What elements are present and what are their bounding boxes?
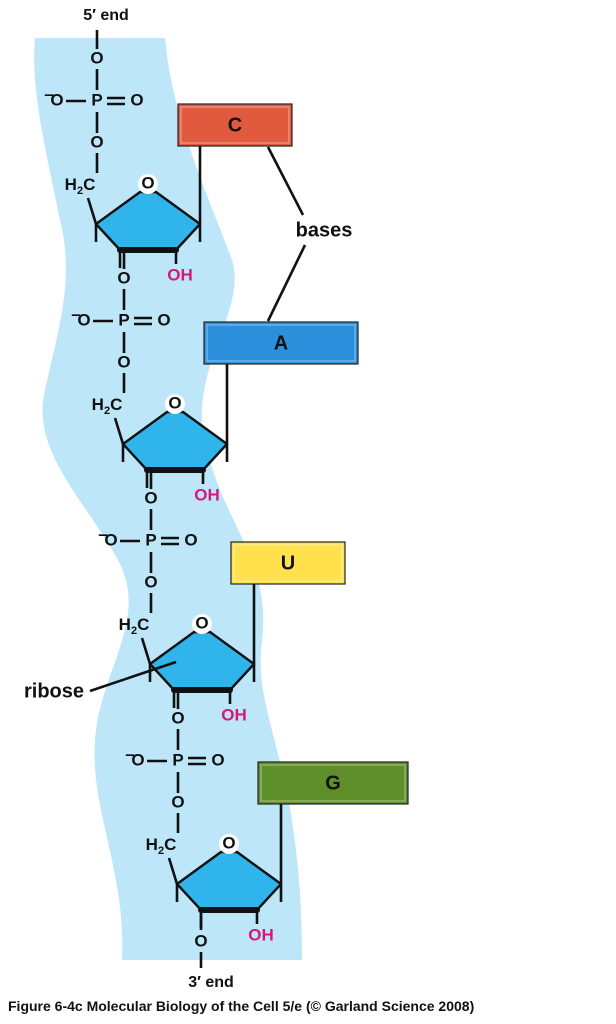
base-rect xyxy=(230,541,346,585)
three-prime-end-label: 3′ end xyxy=(188,974,234,991)
base-rect xyxy=(203,321,359,365)
ribose-callout-line xyxy=(89,660,177,693)
negative-charge-symbol: – xyxy=(125,744,134,763)
ring-oxygen-halo xyxy=(165,394,185,414)
ring-oxygen-atom: O xyxy=(222,833,235,852)
ring-oxygen-halo xyxy=(138,174,158,194)
base-G-letter: G xyxy=(325,772,341,794)
c5-c4-bond xyxy=(140,637,152,665)
ring-oxygen-atom: O xyxy=(141,173,154,192)
negative-charge-symbol: – xyxy=(98,524,107,543)
base-rect-bevel xyxy=(206,324,356,362)
hydroxyl-group-label: OH xyxy=(167,265,193,284)
ring-oxygen-halo xyxy=(192,614,212,634)
bases-callout-line-to-a xyxy=(266,244,307,322)
oxygen-atom: O xyxy=(131,750,144,769)
oxygen-atom: O xyxy=(90,48,103,67)
hydroxyl-group-label: OH xyxy=(248,925,274,944)
base-C-letter: C xyxy=(228,114,242,136)
phosphorus-atom: P xyxy=(145,530,156,549)
base-C-box: C xyxy=(177,103,293,147)
c5-c4-bond xyxy=(167,857,179,885)
base-rect-bevel xyxy=(260,764,406,802)
base-G-box: G xyxy=(257,761,409,805)
c5-c4-bond xyxy=(113,417,125,445)
base-U-letter: U xyxy=(281,552,295,574)
hydroxyl-group-label: OH xyxy=(194,485,220,504)
c5-c4-bond xyxy=(86,197,98,225)
terminal-oxygen-atom: O xyxy=(194,931,207,950)
sugar-phosphate-backbone-band xyxy=(34,38,302,960)
base-rect xyxy=(177,103,293,147)
bases-callout-label: bases xyxy=(296,219,353,241)
oxygen-atom: O xyxy=(130,90,143,109)
figure-caption: Figure 6-4c Molecular Biology of the Cel… xyxy=(8,998,475,1014)
phosphorus-atom: P xyxy=(91,90,102,109)
oxygen-atom: O xyxy=(144,488,157,507)
ring-oxygen-halo xyxy=(219,834,239,854)
oxygen-atom: O xyxy=(171,792,184,811)
oxygen-atom: O xyxy=(117,352,130,371)
oxygen-atom: O xyxy=(157,310,170,329)
base-A-letter: A xyxy=(274,332,288,354)
base-rect-bevel xyxy=(233,544,343,582)
oxygen-atom: O xyxy=(90,132,103,151)
oxygen-atom: O xyxy=(184,530,197,549)
negative-charge-symbol: – xyxy=(44,84,53,103)
h2c-group-label: H2C xyxy=(119,615,150,636)
h2c-group-label: H2C xyxy=(92,395,123,416)
base-U-box: U xyxy=(230,541,346,585)
bases-callout-line-to-c xyxy=(266,146,305,216)
three-prime-terminus: O 3′ end xyxy=(188,914,234,991)
oxygen-atom: O xyxy=(104,530,117,549)
negative-charge-symbol: – xyxy=(71,304,80,323)
oxygen-atom: O xyxy=(50,90,63,109)
oxygen-atom: O xyxy=(117,268,130,287)
ring-oxygen-atom: O xyxy=(168,393,181,412)
base-A-box: A xyxy=(203,321,359,365)
ribose-callout-label: ribose xyxy=(24,680,84,702)
h2c-group-label: H2C xyxy=(65,175,96,196)
oxygen-atom: O xyxy=(77,310,90,329)
phosphorus-atom: P xyxy=(172,750,183,769)
oxygen-atom: O xyxy=(144,572,157,591)
base-rect xyxy=(257,761,409,805)
phosphorus-atom: P xyxy=(118,310,129,329)
oxygen-atom: O xyxy=(171,708,184,727)
five-prime-end-label: 5′ end xyxy=(83,7,129,24)
oxygen-atom: O xyxy=(211,750,224,769)
h2c-group-label: H2C xyxy=(146,835,177,856)
hydroxyl-group-label: OH xyxy=(221,705,247,724)
base-rect-bevel xyxy=(180,106,290,144)
ring-oxygen-atom: O xyxy=(195,613,208,632)
